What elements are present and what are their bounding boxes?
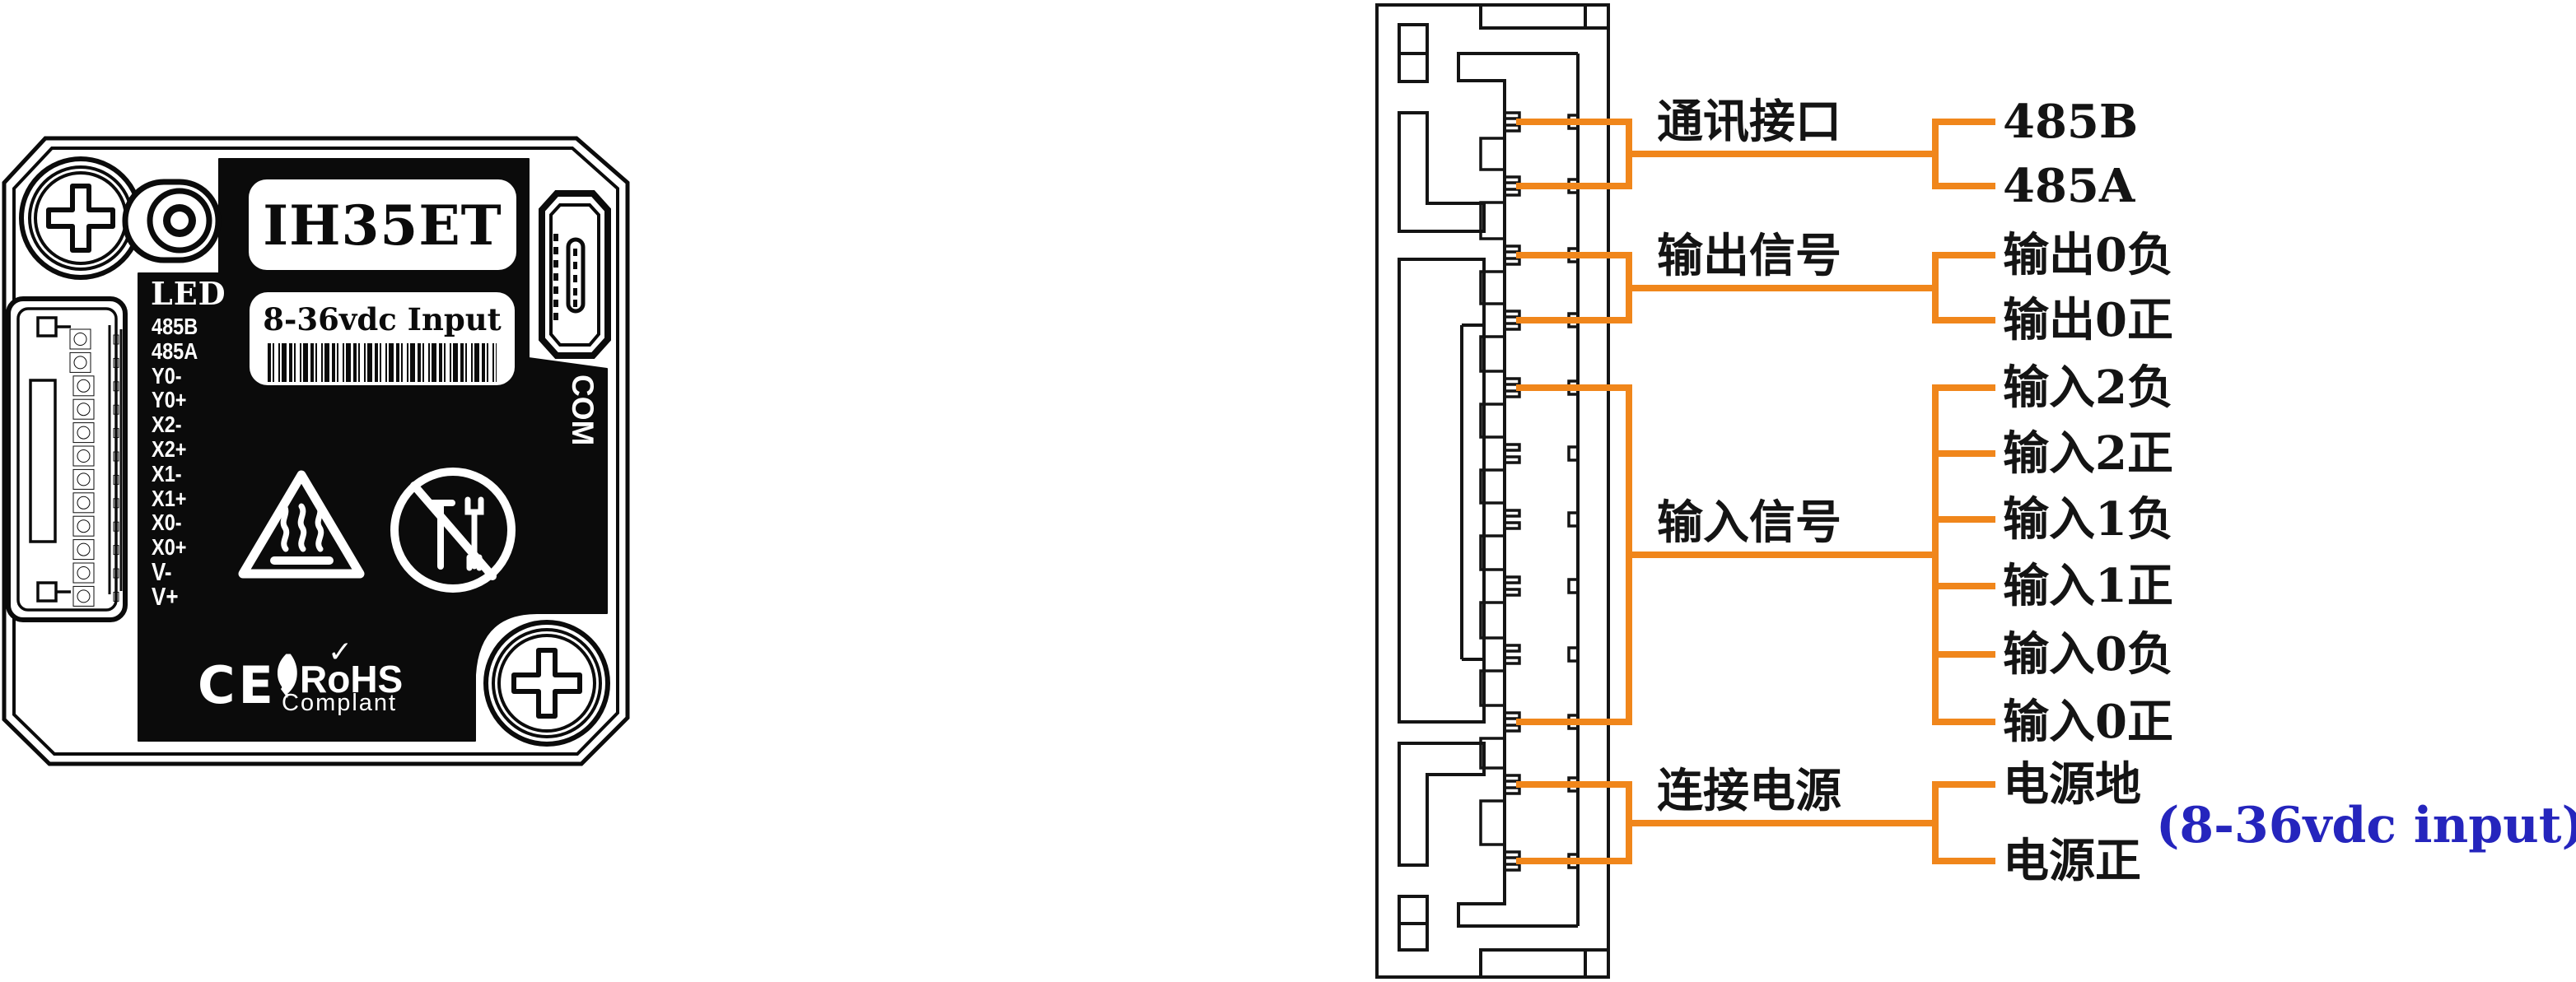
phillips-screw-icon	[483, 620, 610, 747]
rohs-checkmark: ✓	[328, 635, 353, 669]
device-pin-label-485b: 485B	[152, 314, 198, 339]
pin-label-3-1: 电源正	[2003, 834, 2141, 888]
hot-surface-warning-icon	[238, 470, 365, 579]
pin-label-2-3: 输入1正	[2003, 559, 2173, 613]
rohs-compliant-label: Complant	[282, 690, 398, 716]
device-faceplate	[2, 136, 630, 766]
barcode	[268, 343, 497, 382]
pin-label-2-1: 输入2正	[2003, 426, 2173, 481]
pin-label-3-0: 电源地	[2003, 757, 2141, 812]
pin-label-2-4: 输入0负	[2003, 627, 2173, 682]
wire-harness	[1516, 119, 1995, 864]
device-input-rating-label: 8-36vdc Input	[263, 301, 502, 337]
phillips-screw-icon	[19, 156, 142, 280]
micro-usb-port-icon	[539, 190, 611, 359]
ce-mark: CE	[198, 655, 277, 715]
rohs-label: RoHS	[300, 658, 404, 700]
device-pin-label-x2: X2-	[152, 412, 182, 438]
pin-label-2-2: 输入1负	[2003, 492, 2173, 547]
device-pin-label-x1: X1+	[152, 485, 187, 511]
pin-label-2-0: 输入2负	[2003, 361, 2173, 415]
pin-label-0-0: 485B	[2003, 95, 2139, 149]
device-model-label: IH35ET	[263, 193, 502, 258]
group-label-1: 输出信号	[1657, 229, 1841, 283]
device-pin-label-x2: X2+	[152, 436, 187, 462]
group-label-2: 输入信号	[1657, 496, 1841, 550]
led-header-label: LED	[151, 275, 226, 312]
rohs-leaf-icon	[278, 654, 297, 699]
group-label-3: 连接电源	[1657, 764, 1841, 818]
com-port-label: COM	[566, 375, 600, 446]
terminal-block	[6, 296, 128, 622]
led-indicator-icon	[122, 179, 222, 263]
device-pin-label-v: V+	[152, 581, 179, 611]
no-hot-plug-icon	[390, 468, 516, 593]
pin-label-1-1: 输出0正	[2003, 293, 2173, 347]
device-pin-label-x0: X0+	[152, 534, 187, 561]
pin-label-0-1: 485A	[2003, 159, 2135, 213]
model-label-box	[249, 179, 516, 270]
device-pin-label-y0: Y0+	[152, 387, 187, 413]
device-pin-label-v: V-	[152, 557, 172, 586]
connector-side-view	[1375, 3, 1610, 979]
pin-label-2-5: 输入0正	[2003, 695, 2173, 749]
device-pin-label-x1: X1-	[152, 460, 182, 486]
group-label-0: 通讯接口	[1657, 95, 1841, 149]
device-pin-label-x0: X0-	[152, 510, 182, 536]
device-pin-label-y0: Y0-	[152, 362, 182, 389]
device-pin-label-485a: 485A	[152, 337, 198, 364]
pin-label-1-0: 输出0负	[2003, 228, 2173, 282]
voltage-note: (8-36vdc input)	[2156, 797, 2576, 854]
